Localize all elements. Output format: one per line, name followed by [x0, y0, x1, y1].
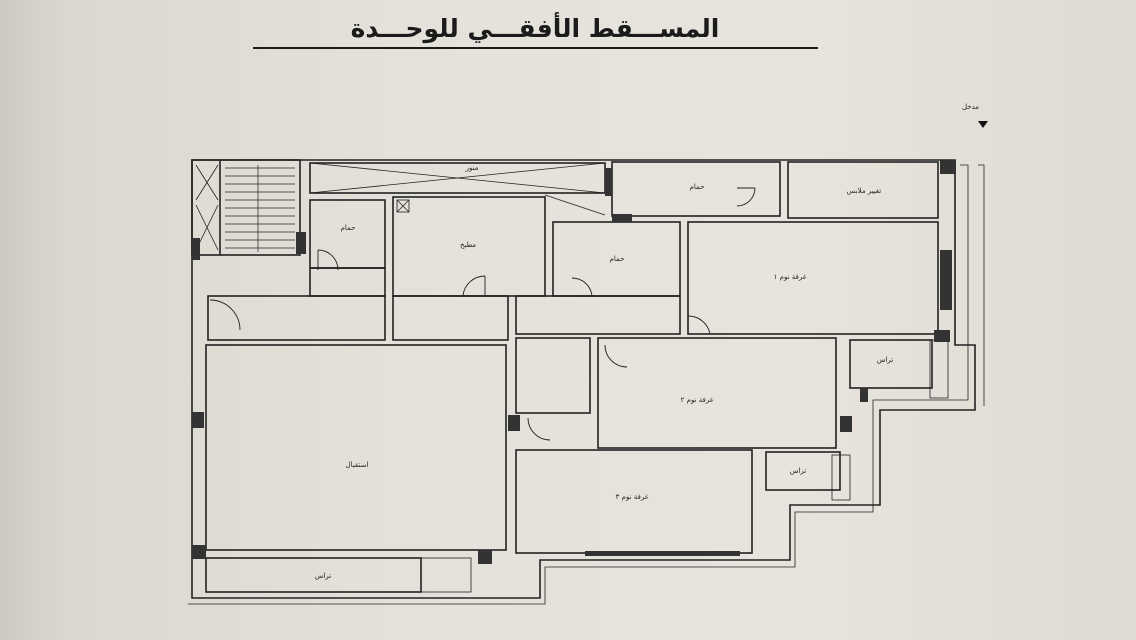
- label-terrace-bottom: تراس: [315, 572, 331, 580]
- stair-treads: [225, 165, 295, 252]
- label-bedroom2: غرفة نوم ٢: [681, 396, 714, 404]
- corridor-mid: [392, 295, 509, 341]
- label-bedroom3: غرفة نوم ٣: [616, 493, 649, 501]
- label-bath-left: حمام: [341, 224, 356, 232]
- terrace-bottom-side: [420, 557, 472, 593]
- terrace-bottom: [205, 557, 422, 593]
- bath-left-lower: [309, 267, 386, 297]
- dressing-room: [787, 161, 939, 219]
- entrance-arrow-icon: [978, 121, 988, 128]
- plan-title: المســـقط الأفقـــي للوحـــدة: [350, 14, 720, 43]
- label-bath-mid: حمام: [610, 255, 625, 263]
- label-reception: استقبال: [346, 461, 369, 469]
- entrance-label: مدخل: [962, 103, 980, 111]
- terrace-right: [849, 339, 933, 389]
- bedroom-1: [687, 221, 939, 335]
- label-bath-top: حمام: [690, 183, 705, 191]
- reception: [205, 344, 507, 551]
- corridor-left: [207, 295, 386, 341]
- lobby: [515, 337, 591, 414]
- corridor-right: [515, 295, 681, 335]
- wall-columns: [192, 160, 956, 564]
- bedroom-3: [515, 449, 753, 554]
- bath-left: [309, 199, 386, 269]
- title-underline: [253, 47, 818, 49]
- perimeter-line-outer: [978, 164, 985, 406]
- terrace-mid: [765, 451, 841, 491]
- kitchen-vent: [396, 199, 410, 213]
- bedroom-2: [597, 337, 837, 449]
- outer-wall: [191, 159, 976, 599]
- label-bedroom1: غرفة نوم ١: [774, 273, 807, 281]
- label-air-shaft: منور: [465, 164, 479, 172]
- label-kitchen: مطبخ: [460, 241, 476, 249]
- label-terrace-right: تراس: [877, 356, 893, 364]
- label-terrace-mid: تراس: [790, 467, 806, 475]
- terrace-mid-rail: [831, 454, 851, 501]
- perimeter-line: [188, 164, 969, 605]
- stair-cross-2: [195, 164, 219, 201]
- label-dressing: تغيير ملابس: [847, 187, 881, 195]
- staircase: [191, 159, 301, 256]
- door-swings: [209, 187, 756, 441]
